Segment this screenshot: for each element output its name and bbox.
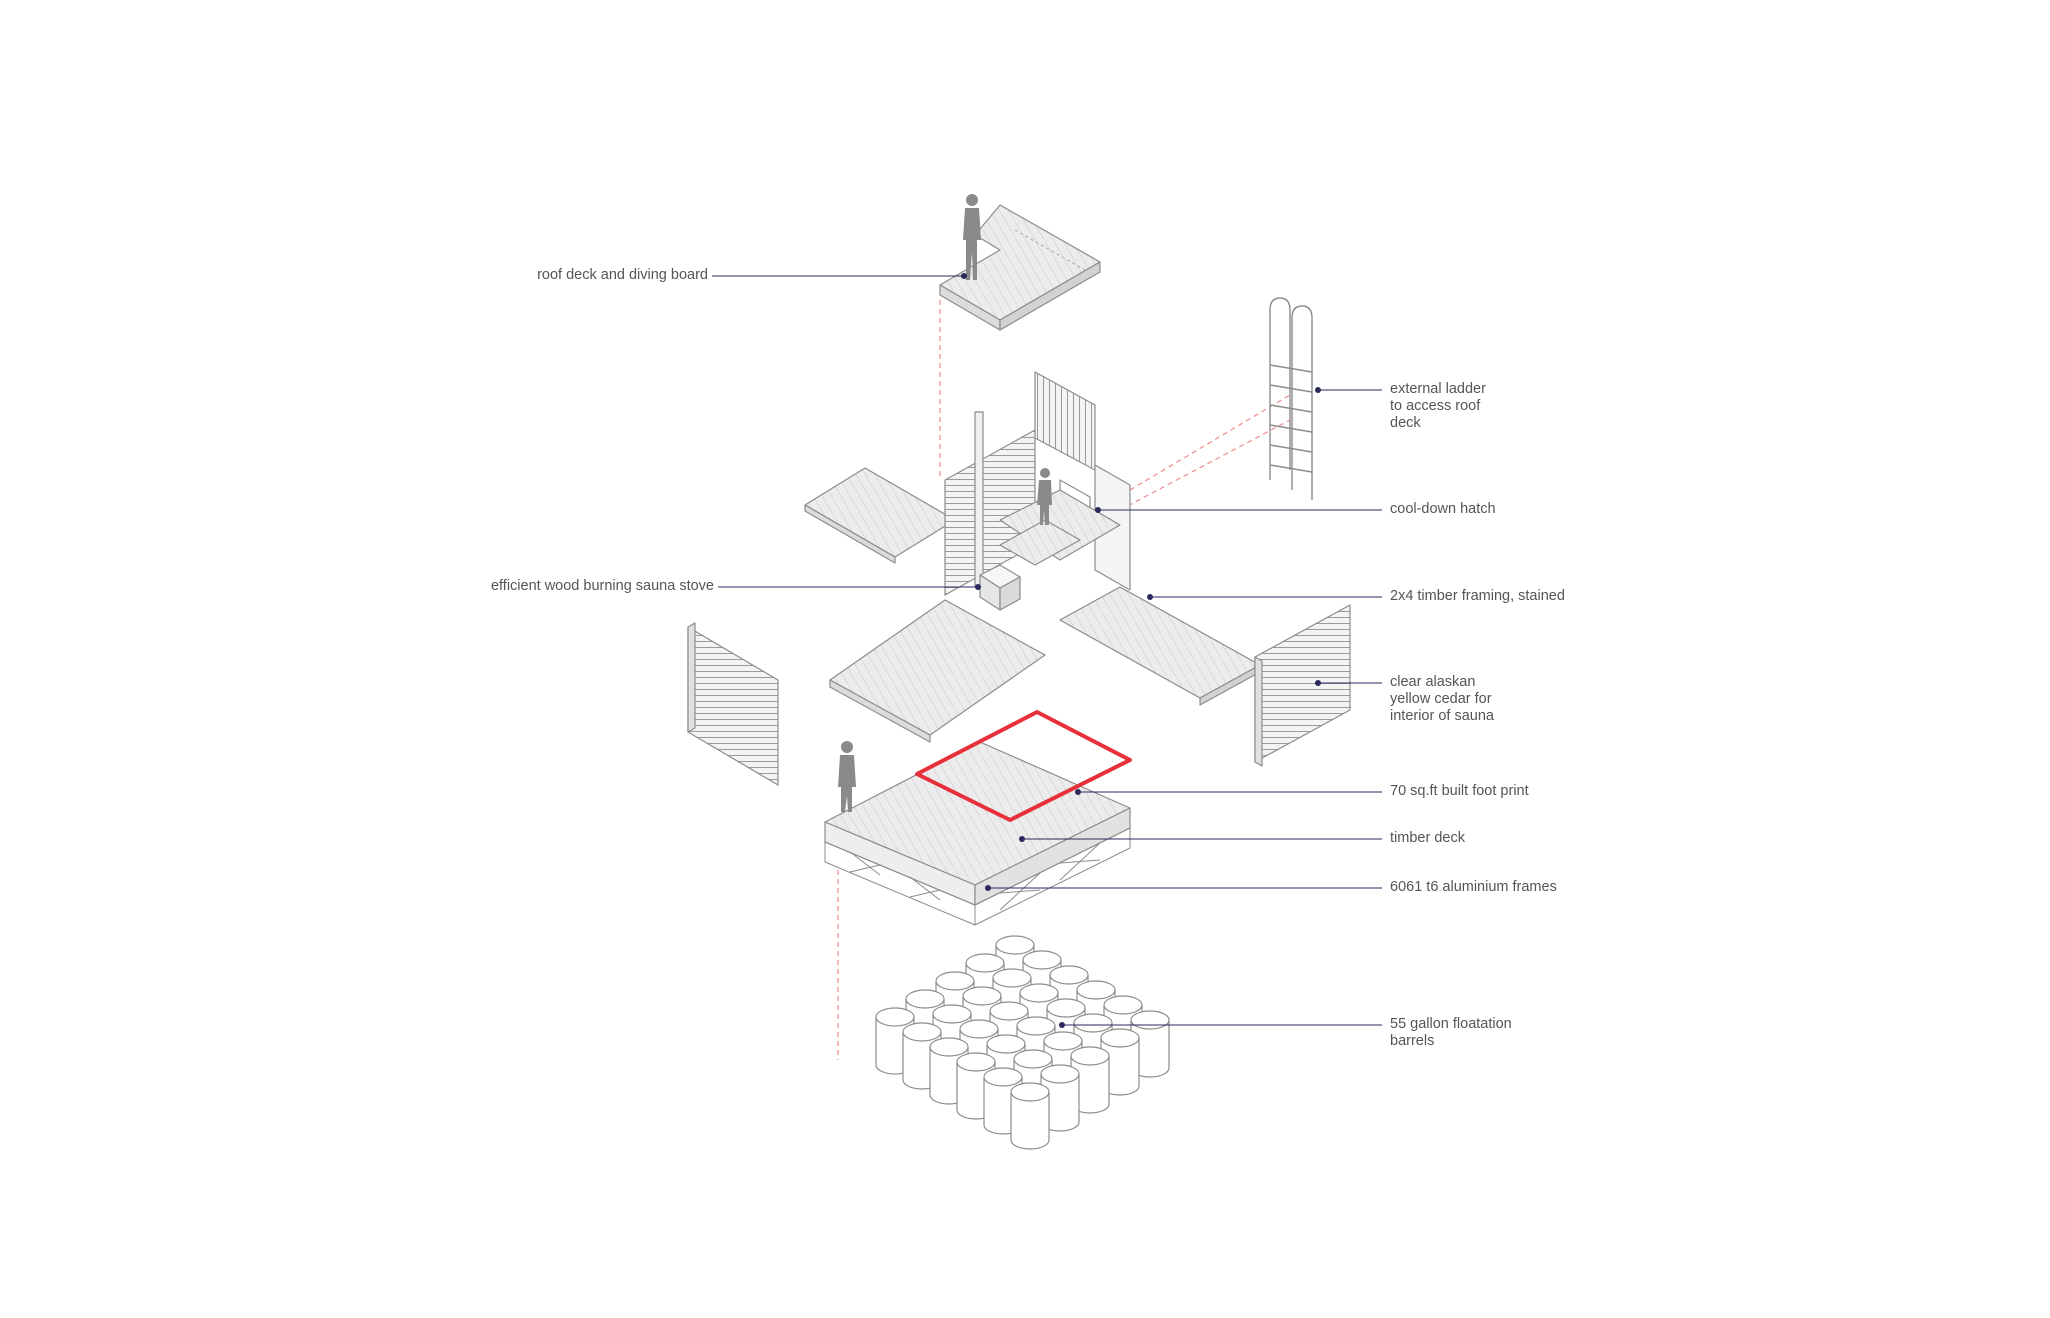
floor-panels xyxy=(829,586,1261,743)
aluminium-frame xyxy=(824,827,1131,926)
label-hatch: cool-down hatch xyxy=(1390,501,1496,517)
label-framing: 2x4 timber framing, stained xyxy=(1390,588,1565,604)
label-timber-deck: timber deck xyxy=(1390,830,1465,846)
barrel xyxy=(1070,1046,1110,1114)
person-silhouette-deck xyxy=(838,741,856,812)
external-ladder xyxy=(1269,297,1313,500)
person-silhouette-sauna xyxy=(1037,468,1052,525)
timber-deck-platform xyxy=(824,710,1132,926)
barrel xyxy=(1040,1064,1080,1132)
label-stove: efficient wood burning sauna stove xyxy=(490,578,714,594)
roof-deck-module xyxy=(939,204,1101,331)
label-barrels: 55 gallon floatation barrels xyxy=(1390,1016,1512,1049)
barrel xyxy=(1010,1082,1050,1150)
floatation-barrels xyxy=(875,935,1170,1150)
person-silhouette-roof xyxy=(963,194,981,280)
sauna-room-module xyxy=(804,371,1131,611)
built-footprint-outline xyxy=(915,710,1132,822)
label-footprint: 70 sq.ft built foot print xyxy=(1390,783,1529,799)
label-cedar: clear alaskan yellow cedar for interior … xyxy=(1390,674,1494,724)
label-ladder: external ladder to access roof deck xyxy=(1390,381,1486,431)
leader-dots xyxy=(961,273,1321,1028)
cedar-wall-panels xyxy=(687,604,1351,786)
dashed-guides xyxy=(837,300,1291,1060)
label-roof-deck: roof deck and diving board xyxy=(537,267,708,283)
label-aluminium: 6061 t6 aluminium frames xyxy=(1390,879,1557,895)
leader-lines xyxy=(712,275,1382,1026)
